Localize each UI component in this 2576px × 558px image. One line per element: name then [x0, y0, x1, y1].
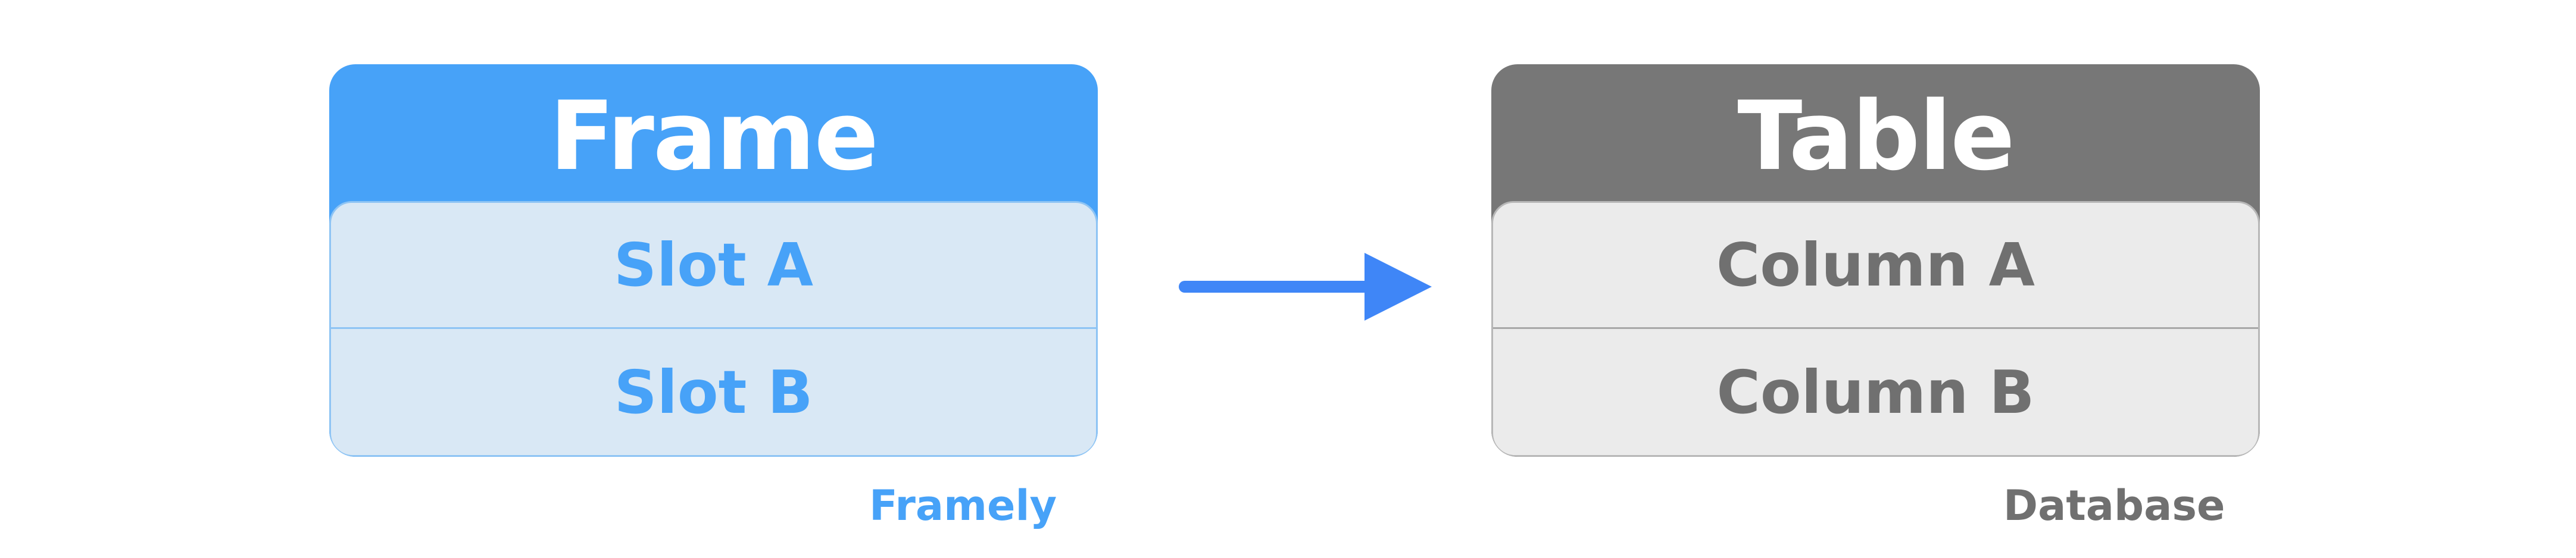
frame-slot-row: Slot B — [614, 357, 813, 427]
framely-caption: Framely — [869, 481, 1057, 530]
arrow-head — [1365, 253, 1432, 321]
frame-card-body: Slot A Slot B — [329, 201, 1098, 457]
table-card-body: Column A Column B — [1491, 201, 2260, 457]
database-caption: Database — [2003, 481, 2225, 530]
table-card: Table Column A Column B — [1491, 64, 2260, 457]
frame-slot-row: Slot A — [331, 203, 1096, 329]
frame-card-title: Frame — [549, 80, 879, 192]
table-column-row: Column A — [1493, 203, 2258, 329]
table-card-title: Table — [1737, 80, 2015, 192]
frame-card: Frame Slot A Slot B — [329, 64, 1098, 457]
right-arrow-icon — [1179, 253, 1432, 321]
table-column-row: Column B — [1716, 357, 2035, 427]
